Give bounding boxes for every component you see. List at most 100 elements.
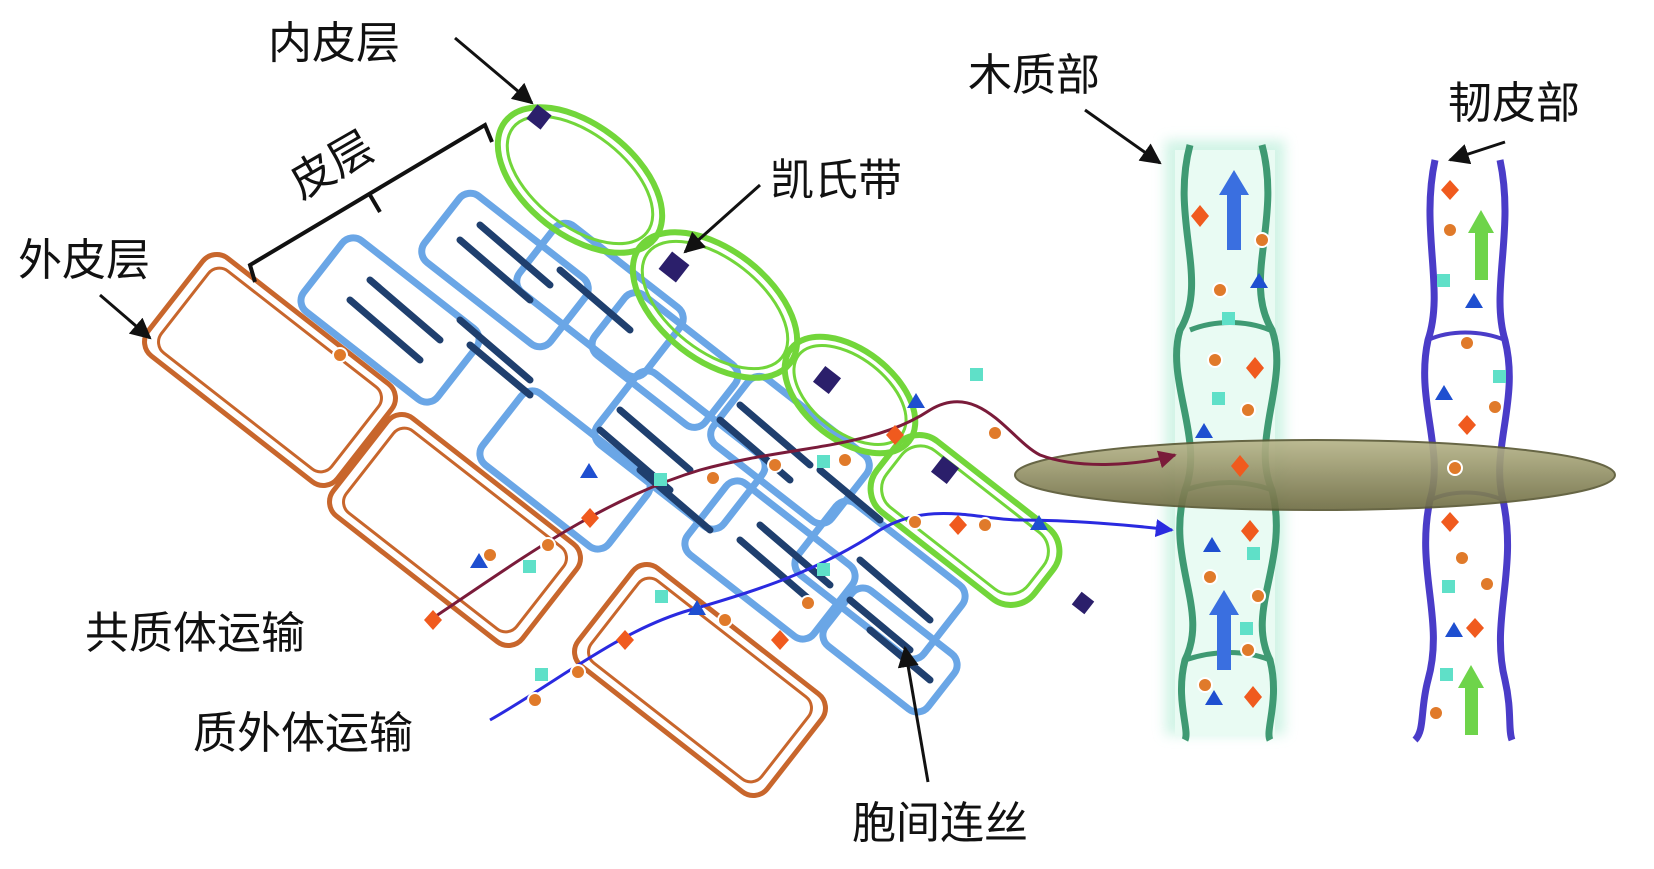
- endodermis-leader: [454, 36, 534, 105]
- square-ion-icon: [1240, 622, 1253, 635]
- diamond-ion-icon: [949, 515, 967, 535]
- square-ion-icon: [523, 560, 536, 573]
- arrow-up-icon: [1219, 170, 1249, 250]
- cortex-cell: [418, 189, 592, 351]
- plasmodesmata-leader: [897, 645, 930, 783]
- diamond-ion-markers: [424, 180, 1484, 708]
- arrow-up-icon: [1468, 210, 1494, 280]
- circle-ion-icon: [1240, 642, 1256, 658]
- circle-ion-icon: [977, 517, 993, 533]
- circle-ion-icon: [1428, 705, 1444, 721]
- arrow-up-icon: [1209, 590, 1239, 670]
- epidermis-cell: [327, 412, 583, 648]
- casparian-strip-marker: [812, 365, 842, 395]
- epidermis-cell: [142, 252, 398, 488]
- cortex-cell: [791, 497, 969, 663]
- circle-ion-markers: [332, 222, 1503, 721]
- apoplastic-transport-label: 质外体运输: [193, 708, 413, 759]
- circle-ion-icon: [800, 595, 816, 611]
- triangle-ion-icon: [1435, 385, 1453, 400]
- endodermis-label: 内皮层: [268, 18, 400, 69]
- square-ion-icon: [1437, 274, 1450, 287]
- triangle-ion-icon: [1205, 690, 1223, 705]
- square-ion-icon: [817, 455, 830, 468]
- epidermis-leader: [99, 293, 152, 340]
- casparian-strip-marker: [1071, 591, 1095, 615]
- cortex-cell: [297, 234, 483, 406]
- apoplastic-pathway-line: [489, 512, 1174, 722]
- endodermis-cell: [867, 432, 1063, 608]
- cortex-cell: [819, 584, 961, 716]
- circle-ion-icon: [717, 612, 733, 628]
- epidermis-cells: [142, 252, 828, 798]
- diamond-ion-icon: [1441, 512, 1459, 532]
- square-ion-icon: [535, 668, 548, 681]
- cortex-cell: [591, 367, 769, 533]
- circle-ion-icon: [570, 664, 586, 680]
- circle-ion-icon: [907, 514, 923, 530]
- symplastic-pathway-line: [429, 400, 1177, 622]
- circle-ion-icon: [1197, 677, 1213, 693]
- triangle-ion-icon: [907, 393, 925, 408]
- circle-ion-icon: [767, 457, 783, 473]
- plasmodesmata-label: 胞间连丝: [852, 798, 1028, 849]
- leader-arrows: [99, 36, 1506, 783]
- square-ion-icon: [1440, 668, 1453, 681]
- diamond-ion-icon: [1466, 618, 1484, 638]
- casparian-strip-marker: [930, 455, 960, 485]
- triangle-ion-icon: [1203, 537, 1221, 552]
- diamond-ion-icon: [771, 630, 789, 650]
- square-ion-icon: [1212, 392, 1225, 405]
- diamond-ion-icon: [886, 425, 904, 445]
- circle-ion-icon: [837, 452, 853, 468]
- epidermis-label: 外皮层: [18, 235, 150, 286]
- square-ion-icon: [655, 590, 668, 603]
- circle-ion-icon: [1254, 232, 1270, 248]
- arrow-up-icon: [1458, 665, 1484, 735]
- circle-ion-icon: [1447, 460, 1463, 476]
- endodermis-cells: [494, 104, 1063, 608]
- diamond-ion-icon: [1246, 357, 1264, 379]
- triangle-ion-icon: [580, 463, 598, 478]
- cortex-bracket: [247, 122, 494, 283]
- square-ion-icon: [817, 563, 830, 576]
- diamond-ion-icon: [1231, 455, 1249, 477]
- epidermis-cell: [572, 562, 828, 798]
- circle-ion-icon: [1442, 222, 1458, 238]
- diamond-ion-icon: [581, 508, 599, 528]
- casparian-strip-leader: [683, 183, 761, 254]
- circle-ion-icon: [332, 347, 348, 363]
- diamond-ion-icon: [1244, 686, 1262, 708]
- circle-ion-icon: [1479, 576, 1495, 592]
- phloem-label: 韧皮部: [1448, 78, 1580, 129]
- circle-ion-icon: [1454, 550, 1470, 566]
- circle-ion-icon: [540, 537, 556, 553]
- diamond-ion-icon: [1441, 180, 1459, 200]
- casparian-strip-marker: [658, 251, 690, 283]
- square-ion-icon: [1493, 370, 1506, 383]
- endodermis-cell: [494, 104, 666, 256]
- casparian-strip-marker: [526, 104, 552, 130]
- cortex-inner-strokes: [346, 221, 934, 684]
- xylem-leader: [1084, 108, 1162, 165]
- triangle-ion-icon: [1250, 273, 1268, 288]
- endodermis-cell: [629, 229, 801, 381]
- casparian-strip-label: 凯氏带: [770, 155, 902, 206]
- circle-ion-icon: [1207, 352, 1223, 368]
- triangle-ion-icon: [1030, 515, 1048, 530]
- symplastic-transport-label: 共质体运输: [85, 608, 305, 659]
- phloem-leader: [1448, 140, 1506, 165]
- circle-ion-icon: [527, 692, 543, 708]
- square-ion-icon: [654, 473, 667, 486]
- triangle-ion-icon: [1465, 293, 1483, 308]
- circle-ion-icon: [1202, 569, 1218, 585]
- diamond-ion-icon: [1241, 520, 1259, 542]
- stele-cross-section-disc: [1014, 439, 1616, 511]
- diamond-ion-icon: [1191, 205, 1209, 227]
- triangle-ion-icon: [470, 553, 488, 568]
- diamond-ion-icon: [424, 610, 442, 630]
- triangle-ion-icon: [688, 600, 706, 615]
- circle-ion-icon: [482, 547, 498, 563]
- circle-ion-icon: [1240, 402, 1256, 418]
